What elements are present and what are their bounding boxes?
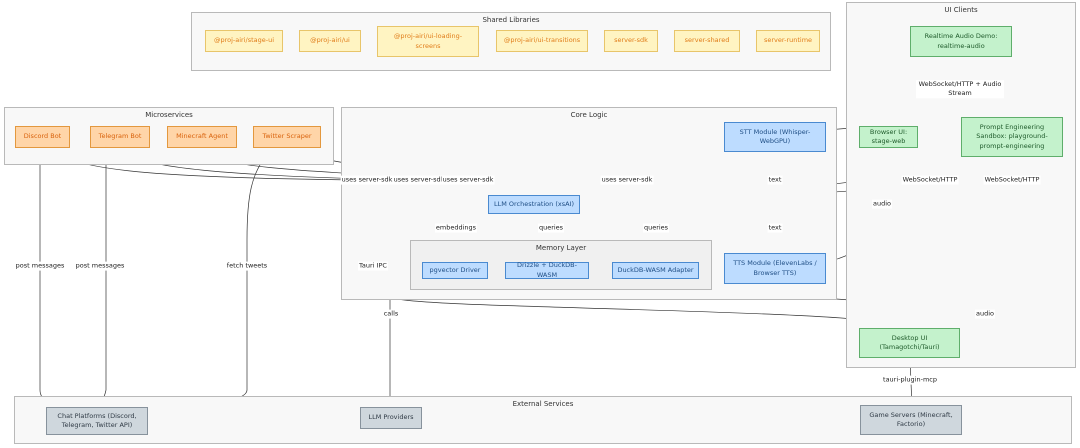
edge-label-audio-browser: audio bbox=[871, 199, 893, 209]
node-browser-ui[interactable]: Browser UI: stage-web bbox=[859, 126, 918, 148]
node-stt-module[interactable]: STT Module (Whisper-WebGPU) bbox=[724, 122, 826, 152]
node-game-servers[interactable]: Game Servers (Minecraft, Factorio) bbox=[860, 405, 962, 435]
node-ui[interactable]: @proj-airi/ui bbox=[299, 30, 361, 52]
edge-label-uses-sdk-1: uses server-sdk bbox=[340, 175, 394, 185]
node-server-sdk[interactable]: server-sdk bbox=[604, 30, 658, 52]
edge-label-embeddings: embeddings bbox=[434, 223, 478, 233]
edge-discord-chat bbox=[39, 150, 64, 409]
node-tts-module[interactable]: TTS Module (ElevenLabs / Browser TTS) bbox=[724, 253, 826, 284]
edge-label-text-stt: text bbox=[767, 175, 783, 185]
group-ui-clients: UI Clients bbox=[846, 2, 1076, 368]
edge-label-post-1: post messages bbox=[14, 261, 66, 271]
node-stage-ui[interactable]: @proj-airi/stage-ui bbox=[205, 30, 283, 52]
edge-label-audio-desktop: audio bbox=[974, 309, 996, 319]
node-telegram-bot[interactable]: Telegram Bot bbox=[90, 126, 150, 148]
edge-label-uses-sdk-2: uses server-sdk bbox=[392, 175, 446, 185]
edge-label-uses-sdk-4: uses server-sdk bbox=[600, 175, 654, 185]
node-discord-bot[interactable]: Discord Bot bbox=[15, 126, 70, 148]
node-server-runtime[interactable]: server-runtime bbox=[756, 30, 820, 52]
node-duckdb-adapter[interactable]: DuckDB-WASM Adapter bbox=[612, 262, 699, 279]
node-ui-transitions[interactable]: @proj-airi/ui-transitions bbox=[496, 30, 588, 52]
edge-label-tauri-ipc: Tauri IPC bbox=[358, 261, 388, 271]
edge-label-calls: calls bbox=[382, 309, 400, 319]
edge-label-ws-browser: WebSocket/HTTP bbox=[901, 175, 959, 185]
node-realtime-audio-demo[interactable]: Realtime Audio Demo: realtime-audio bbox=[910, 26, 1012, 57]
node-desktop-ui[interactable]: Desktop UI (Tamagotchi/Tauri) bbox=[859, 328, 960, 358]
edge-label-fetch-tweets: fetch tweets bbox=[225, 261, 269, 271]
group-ui-clients-title: UI Clients bbox=[944, 6, 978, 14]
node-prompt-sandbox[interactable]: Prompt Engineering Sandbox: playground-p… bbox=[961, 117, 1063, 157]
group-memory-layer-title: Memory Layer bbox=[535, 244, 587, 252]
node-llm-providers[interactable]: LLM Providers bbox=[360, 407, 422, 429]
node-llm-orchestration[interactable]: LLM Orchestration (xsAI) bbox=[488, 195, 580, 214]
node-twitter-scraper[interactable]: Twitter Scraper bbox=[253, 126, 321, 148]
group-external-services-title: External Services bbox=[512, 400, 574, 408]
edge-twitter-chat bbox=[147, 149, 273, 412]
edge-label-text-tts: text bbox=[767, 223, 783, 233]
edge-label-ws-audio: WebSocket/HTTP + Audio Stream bbox=[916, 80, 1004, 98]
node-chat-platforms[interactable]: Chat Platforms (Discord, Telegram, Twitt… bbox=[46, 407, 148, 435]
node-ui-loading-screens[interactable]: @proj-airi/ui-loading-screens bbox=[377, 26, 479, 57]
edge-label-ws-prompt: WebSocket/HTTP bbox=[983, 175, 1041, 185]
group-core-logic-title: Core Logic bbox=[570, 111, 608, 119]
edge-label-post-2: post messages bbox=[74, 261, 126, 271]
group-shared-libraries-title: Shared Libraries bbox=[482, 16, 540, 24]
node-pgvector-driver[interactable]: pgvector Driver bbox=[422, 262, 488, 279]
node-server-shared[interactable]: server-shared bbox=[674, 30, 740, 52]
edge-label-queries-2: queries bbox=[642, 223, 670, 233]
node-minecraft-agent[interactable]: Minecraft Agent bbox=[167, 126, 237, 148]
edge-telegram-chat bbox=[98, 150, 107, 408]
edge-label-queries-1: queries bbox=[537, 223, 565, 233]
edge-label-uses-sdk-3: uses server-sdk bbox=[441, 175, 495, 185]
group-microservices-title: Microservices bbox=[145, 111, 193, 119]
node-drizzle-duckdb[interactable]: Drizzle + DuckDB-WASM bbox=[505, 261, 589, 279]
edge-label-tauri-plugin-mcp: tauri-plugin-mcp bbox=[882, 375, 938, 385]
